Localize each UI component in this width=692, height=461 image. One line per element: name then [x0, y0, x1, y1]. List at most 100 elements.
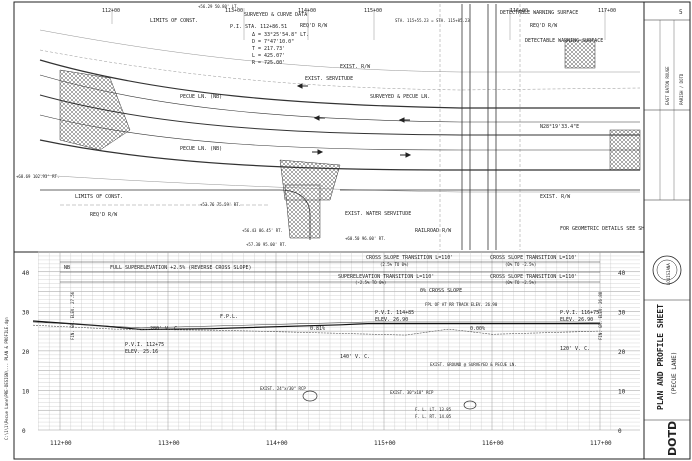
plan-station-112: 112+00 — [102, 8, 120, 14]
cst-2b-label: (0% TO -2.5%) — [505, 262, 536, 267]
dotd-seal — [652, 255, 682, 285]
fpl-line — [32, 321, 601, 329]
x-tick-label: 115+00 — [374, 440, 396, 447]
profile-grade-line — [32, 320, 601, 331]
curve-d: D = 7°47'10.0" — [252, 39, 294, 45]
offset-label-5: +57.30 95.00' RT. — [246, 242, 287, 247]
super-transition-b-label: (-2.5% TO 0%) — [355, 280, 386, 285]
x-tick-label: 113+00 — [158, 440, 180, 447]
nb-label: NB — [64, 265, 70, 271]
title-block-frame — [643, 1, 691, 460]
traffic-arrows — [296, 83, 412, 158]
road-edge-top — [39, 59, 640, 109]
plan-station-113: 113+00 — [225, 8, 243, 14]
vc-280-label: 280' V. C. — [150, 326, 180, 332]
y-tick-label: 20 — [22, 349, 30, 356]
curve-r: R = 725.00' — [252, 60, 285, 66]
cst-1-label: CROSS SLOPE TRANSITION L=110' — [366, 255, 453, 261]
cst-3-label: CROSS SLOPE TRANSITION L=110' — [490, 274, 577, 280]
fl-lt-label: F. L. LT. 13.85 — [415, 407, 452, 412]
pvi-2-elev-label: ELEV. 26.90 — [375, 317, 408, 323]
offset-label-2: +68.69 102.93' RT. — [16, 174, 59, 179]
grade-2-label: 0.00% — [470, 326, 485, 332]
fin-gr-left-label: FIN. GR. ELEV. 27.56 — [70, 291, 75, 340]
pvi-3-elev-label: ELEV. 26.90 — [560, 317, 593, 323]
plan-station-116: 116+00 — [510, 8, 528, 14]
rw-line-bottom — [39, 174, 640, 193]
offset-label-3: +53.76 75.59' RT. — [200, 202, 241, 207]
y-tick-label: 20 — [618, 349, 626, 356]
exist-rw-bottom-label: EXIST. R/W — [540, 194, 571, 200]
limits-left-label: LIMITS OF CONST. — [75, 194, 123, 200]
profile-annotations: NB FULL SUPERELEVATION +2.5% (REVERSE CR… — [22, 255, 626, 447]
servitude-line — [39, 49, 641, 91]
file-path-text: C:\1\1\Pecue Lane\PRE-DESIGN\... PLAN & … — [4, 317, 9, 440]
fl-rt-label: F. L. RT. 14.05 — [415, 414, 452, 419]
plan-view: SURVEYED & CURVE DATA P.I. STA. 112+86.5… — [16, 4, 686, 250]
plan-station-117: 117+00 — [598, 8, 616, 14]
water-servitude-label: EXIST. WATER SERVITUDE — [345, 211, 411, 217]
vc-120-label: 120' V. C. — [560, 346, 590, 352]
exist-rcp-2-label: EXIST. 30"x18" RCP — [390, 390, 434, 395]
cst-2-label: CROSS SLOPE TRANSITION L=110' — [490, 255, 577, 261]
sheet-number: 5 — [679, 9, 683, 16]
reqd-rw-top-label: REQ'D R/W — [300, 23, 328, 29]
dotd-logo: DOTD — [666, 421, 679, 456]
pecue-ln-bottom-label: PECUE LN. (NB) — [180, 146, 222, 152]
profile-view — [38, 251, 640, 431]
x-tick-label: 117+00 — [590, 440, 612, 447]
project-name-2: PARISH / DOTD — [679, 73, 684, 105]
road-edge-bottom — [39, 139, 640, 171]
reqd-rw-top2-label: REQ'D R/W — [530, 23, 558, 29]
x-tick-label: 114+00 — [266, 440, 288, 447]
project-name: EAST BATON ROUGE — [665, 66, 670, 105]
y-tick-label: 10 — [22, 388, 30, 395]
x-tick-label: 112+00 — [50, 440, 72, 447]
exist-servitude-label: EXIST. SERVITUDE — [305, 76, 353, 82]
road-lane-line-2 — [39, 114, 640, 151]
grade-1-label: 0.81% — [310, 326, 325, 332]
pi-equation-label: STA. 115+55.23 = STA. 115+85.23 — [395, 18, 470, 23]
exist-ground-label: EXIST. GROUND @ SURVEYED & PECUE LN. — [430, 362, 517, 367]
plan-station-114: 114+00 — [298, 8, 316, 14]
existing-ground-line — [32, 324, 601, 336]
sheet-title: PLAN AND PROFILE SHEET — [656, 304, 665, 410]
full-super-label: FULL SUPERELEVATION +2.5% (REVERSE CROSS… — [110, 265, 251, 271]
curve-t: T = 217.73' — [252, 46, 285, 52]
hatch-area-ramp — [284, 184, 321, 239]
curve-l: L = 425.07' — [252, 53, 285, 59]
y-tick-label: 30 — [22, 309, 30, 316]
offset-label-6: +60.50 96.00' RT. — [345, 236, 386, 241]
y-tick-label: 10 — [618, 388, 626, 395]
n-bearing-label: N28°19'33.4"E — [540, 124, 579, 130]
plan-station-115: 115+00 — [364, 8, 382, 14]
reqd-rw-bottom-label: REQ'D R/W — [90, 212, 118, 218]
cst-1b-label: (2.5% TO 0%) — [380, 262, 409, 267]
curve-data-title: SURVEYED & CURVE DATA — [244, 12, 307, 18]
y-tick-label: 0 — [618, 428, 622, 435]
railroad-label: RAILROAD R/W — [415, 228, 452, 234]
y-tick-label: 40 — [22, 270, 30, 277]
title-block: 5 EAST BATON ROUGE PARISH / DOTD LOUISIA… — [643, 1, 691, 460]
cross-slope-label: 0% CROSS SLOPE — [420, 288, 462, 294]
fin-gr-right-label: FIN. GR. ELEV. 26.88 — [598, 291, 603, 340]
pvi-1-label: P.V.I. 112+75 — [125, 342, 164, 348]
offset-label-4: +56.43 86.45' RT. — [242, 228, 283, 233]
road-lane-line-1 — [39, 74, 640, 123]
y-tick-label: 30 — [618, 309, 626, 316]
exist-rw-top-label: EXIST. R/W — [340, 64, 371, 70]
seal-text: LOUISIANA — [666, 263, 671, 285]
warning-top-label: DETECTABLE WARNING SURFACE — [500, 10, 578, 16]
geometric-details-label: FOR GEOMETRIC DETAILS SEE SHEET 117 & 11… — [560, 226, 686, 232]
pecue-ln-top-label: PECUE LN. (NB) — [180, 94, 222, 100]
sheet-border — [13, 1, 645, 460]
pvi-1-elev-label: ELEV. 25.16 — [125, 349, 158, 355]
surveyed-pecue-label: SURVEYED & PECUE LN. — [370, 94, 430, 100]
exist-rcp-1-label: EXIST. 24"x/30" RCP — [260, 386, 306, 391]
pvi-2-label: P.V.I. 114+85 — [375, 310, 414, 316]
pipe-section-1 — [302, 390, 318, 402]
sheet-subtitle: (PECUE LANE) — [671, 352, 678, 395]
